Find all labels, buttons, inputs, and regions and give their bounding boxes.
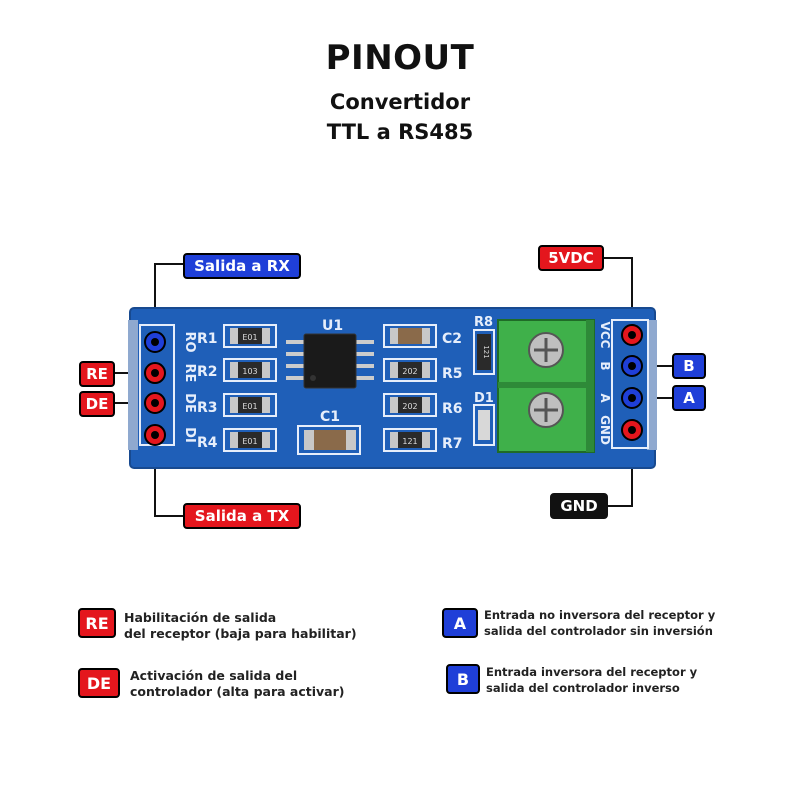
- smd-code-r3: E01: [242, 402, 257, 411]
- smd-code-r1: E01: [242, 333, 257, 342]
- pin-re-hole: [151, 369, 159, 377]
- terminal-block: [497, 319, 595, 453]
- smd-code-r2: 103: [242, 367, 257, 376]
- callout-b: B: [672, 353, 706, 379]
- pin-ro-hole: [151, 338, 159, 346]
- silk-r8: R8: [474, 315, 493, 330]
- smd-right-group: 202 202 121: [383, 324, 437, 452]
- silk-vcc: VCC: [598, 322, 612, 349]
- silk-c1: C1: [320, 409, 340, 425]
- pcb-left-edge: [128, 320, 138, 450]
- callout-gnd: GND: [550, 493, 608, 519]
- legend-badge-a: A: [442, 608, 478, 638]
- silk-b: B: [598, 361, 612, 370]
- legend-text-b: Entrada inversora del receptor y salida …: [486, 664, 697, 696]
- pcb-right-edge: [647, 320, 657, 450]
- page-title: PINOUT: [325, 38, 475, 78]
- silk-right-header: [611, 319, 649, 449]
- legend-de-line2: controlador (alta para activar): [130, 684, 345, 699]
- smd-code-r8: 121: [482, 345, 490, 358]
- silk-r7: R7: [442, 436, 463, 452]
- silk-gnd: GND: [598, 415, 612, 445]
- r8-outline: [473, 329, 495, 375]
- smd-code-r6: 202: [402, 402, 417, 411]
- d1-body: [478, 410, 490, 440]
- legend-de-line1: Activación de salida del: [130, 668, 298, 683]
- pin-a-hole: [628, 394, 636, 402]
- chip-u1: [286, 333, 374, 389]
- silk-u1: U1: [322, 318, 343, 334]
- silk-r5: R5: [442, 366, 463, 382]
- silk-de: DE: [182, 393, 197, 413]
- capacitor-c1: [297, 425, 361, 455]
- legend-re-line1: Habilitación de salida: [124, 610, 277, 625]
- legend-badge-re: RE: [78, 608, 116, 638]
- smd-code-r4: E01: [242, 437, 257, 446]
- legend-badge-b: B: [446, 664, 480, 694]
- callout-re: RE: [79, 361, 115, 387]
- silk-r2: R2: [197, 364, 218, 380]
- callout-a: A: [672, 385, 706, 411]
- subtitle-line-1: Convertidor: [329, 90, 471, 114]
- pin-di-hole: [151, 431, 159, 439]
- legend-b-line1: Entrada inversora del receptor y: [486, 665, 698, 679]
- pin-de-hole: [151, 399, 159, 407]
- callout-de: DE: [79, 391, 115, 417]
- silk-a: A: [598, 393, 612, 403]
- legend-a-line2: salida del controlador sin inversión: [484, 624, 713, 638]
- callout-salida-rx: Salida a RX: [183, 253, 301, 279]
- pin-gnd-hole: [628, 426, 636, 434]
- smd-left-group: E01 103 E01 E01: [223, 324, 277, 452]
- r8-body: [477, 334, 491, 370]
- silk-r1: R1: [197, 331, 218, 347]
- silk-r4: R4: [197, 435, 218, 451]
- smd-code-r5: 202: [402, 367, 417, 376]
- silk-c2: C2: [442, 331, 462, 347]
- silk-r3: R3: [197, 400, 218, 416]
- silk-re: RE: [182, 364, 197, 383]
- callout-salida-tx: Salida a TX: [183, 503, 301, 529]
- d1-outline: [473, 404, 495, 446]
- smd-code-r7: 121: [402, 437, 417, 446]
- legend-a-line1: Entrada no inversora del receptor y: [484, 608, 716, 622]
- legend-re-line2: del receptor (baja para habilitar): [124, 626, 357, 641]
- pin-vcc-hole: [628, 331, 636, 339]
- callout-5vdc: 5VDC: [538, 245, 604, 271]
- legend-badge-de: DE: [78, 668, 120, 698]
- silk-di: DI: [182, 427, 197, 443]
- silk-ro: RO: [182, 331, 197, 352]
- silk-d1: D1: [474, 391, 494, 406]
- subtitle-line-2: TTL a RS485: [326, 120, 474, 144]
- silk-r6: R6: [442, 401, 463, 417]
- legend-text-re: Habilitación de salida del receptor (baj…: [124, 610, 357, 642]
- legend-b-line2: salida del controlador inverso: [486, 681, 680, 695]
- legend-text-a: Entrada no inversora del receptor y sali…: [484, 607, 715, 639]
- pin-b-hole: [628, 362, 636, 370]
- legend-text-de: Activación de salida del controlador (al…: [130, 668, 345, 700]
